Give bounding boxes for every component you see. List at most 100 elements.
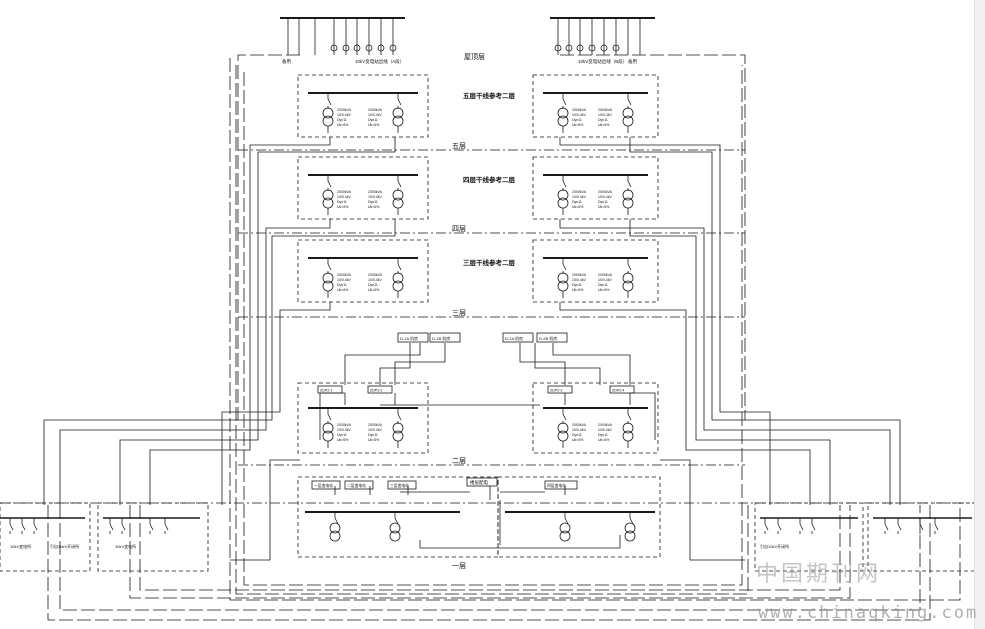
floor-label-3: 三层 (452, 309, 466, 317)
transformer-note-u3-b: 10/0.4kV (598, 195, 612, 199)
substation-box (311, 480, 341, 490)
transformer-icon (622, 115, 634, 127)
roof-right-caption: 10kV变电站出线（B段） (578, 58, 627, 65)
transformer-note-u7-a: 2000kVA (572, 423, 587, 427)
transformer-note-u7-a: Dyn11 (572, 433, 582, 437)
transformer-note-u5-a: 10/0.4kV (572, 278, 586, 282)
breaker-icon (397, 180, 402, 188)
transformer-note-u7-a: 10/0.4kV (572, 428, 586, 432)
breaker-icon (764, 523, 769, 531)
breaker-icon (327, 263, 332, 271)
floor-label-2: 二层 (452, 457, 466, 465)
breaker-icon (397, 413, 402, 421)
transformer-icon (329, 522, 341, 534)
transformer-note-u5-b: 2000kVA (598, 273, 613, 277)
transformer-icon (622, 197, 634, 209)
transformer-icon (559, 530, 571, 542)
substation-box (387, 480, 417, 490)
bus-label: ZDP2-4 (612, 389, 624, 393)
breaker-icon (627, 413, 632, 421)
transformer-note-u2-b: 10/0.4kV (368, 195, 382, 199)
transformer-icon (622, 422, 634, 434)
watermark-cn: 中国期刊网 (756, 562, 882, 587)
bus-box (609, 385, 635, 394)
transformer-icon (622, 280, 634, 292)
transformer-note-u2-a: 10/0.4kV (337, 195, 351, 199)
equipment-room-label: D-1A 机房 (400, 335, 418, 341)
breaker-icon (919, 523, 924, 531)
transformer-note-u5-a: Uk=6% (572, 288, 583, 292)
bus-label: ZDP2-3 (550, 389, 562, 393)
transformer-note-u6-b: 2000kVA (368, 423, 383, 427)
title-f3: 三层干线参考二层 (463, 258, 516, 267)
roof-spare-right: 备用 (628, 58, 637, 65)
transformer-note-u6-a: Dyn11 (337, 433, 347, 437)
transformer-note-u4-b: 2000kVA (368, 273, 383, 277)
transformer-icon (392, 115, 404, 127)
substation-label: 四层变电站 (547, 483, 566, 488)
side-note-sub-b: 10kV变电所 (115, 543, 136, 549)
transformer-icon (389, 522, 401, 534)
transformer-note-u0-a: Uk=6% (337, 123, 348, 127)
transformer-note-u4-b: 10/0.4kV (368, 278, 382, 282)
equipment-room-box (429, 332, 461, 343)
transformer-icon (322, 430, 334, 442)
transformer-icon (557, 430, 569, 442)
transformer-icon (322, 115, 334, 127)
equipment-room-label: D-2B 机房 (539, 335, 557, 341)
transformer-note-u7-b: 10/0.4kV (598, 428, 612, 432)
transformer-icon (557, 197, 569, 209)
breaker-icon (397, 98, 402, 106)
transformer-icon (392, 189, 404, 201)
breaker-icon (149, 523, 154, 531)
side-note-feed-b: 引自10kV开闭所 (760, 543, 789, 549)
breaker-icon (9, 523, 14, 531)
transformer-note-u1-b: Dyn11 (598, 118, 608, 122)
breaker-icon (562, 413, 567, 421)
breaker-icon (627, 180, 632, 188)
transformer-note-u3-a: 2000kVA (572, 190, 587, 194)
transformer-note-u4-a: Uk=6% (337, 288, 348, 292)
transformer-note-u6-b: Dyn11 (368, 433, 378, 437)
vertical-scrollbar[interactable] (974, 0, 985, 629)
transformer-icon (557, 107, 569, 119)
transformer-icon (557, 115, 569, 127)
bus-label: ZDP2-1 (320, 389, 332, 393)
bus-box (367, 385, 393, 394)
breaker-icon (394, 517, 399, 525)
transformer-icon (322, 107, 334, 119)
watermark-url: www.chinaqking.com (758, 603, 979, 623)
transformer-icon (622, 107, 634, 119)
transformer-icon (322, 422, 334, 434)
title-f4: 四层干线参考二层 (463, 175, 516, 184)
breaker-icon (562, 263, 567, 271)
substation-label: 二层变电站 (347, 483, 366, 488)
transformer-note-u0-b: 10/0.4kV (368, 113, 382, 117)
transformer-note-u0-a: 10/0.4kV (337, 113, 351, 117)
transformer-note-u2-b: Uk=6% (368, 205, 379, 209)
breaker-icon (564, 517, 569, 525)
f2-network (319, 343, 656, 440)
equipment-room-box (397, 332, 429, 343)
transformer-note-u0-a: Dyn11 (337, 118, 347, 122)
transformer-note-u5-b: Uk=6% (598, 288, 609, 292)
transformer-note-u1-a: Dyn11 (572, 118, 582, 122)
breaker-icon (934, 523, 939, 531)
breaker-icon (811, 523, 816, 531)
transformer-note-u1-a: 2000kVA (572, 108, 587, 112)
cable-runs (47, 54, 961, 621)
transformer-note-u0-a: 2000kVA (337, 108, 352, 112)
transformer-note-u6-b: 10/0.4kV (368, 428, 382, 432)
transformer-note-u1-b: 10/0.4kV (598, 113, 612, 117)
transformer-note-u7-b: 2000kVA (598, 423, 613, 427)
transformer-note-u4-b: Dyn11 (368, 283, 378, 287)
floor-label-1: 一层 (452, 562, 466, 570)
substation-box (544, 480, 578, 490)
transformer-note-u4-a: 10/0.4kV (337, 278, 351, 282)
equipment-room-box (502, 332, 534, 343)
transformer-note-u2-a: 2000kVA (337, 190, 352, 194)
transformer-note-u7-b: Uk=6% (598, 438, 609, 442)
breaker-icon (397, 263, 402, 271)
transformer-icon (392, 197, 404, 209)
equipment-room-label: D-2A 机房 (505, 335, 523, 341)
